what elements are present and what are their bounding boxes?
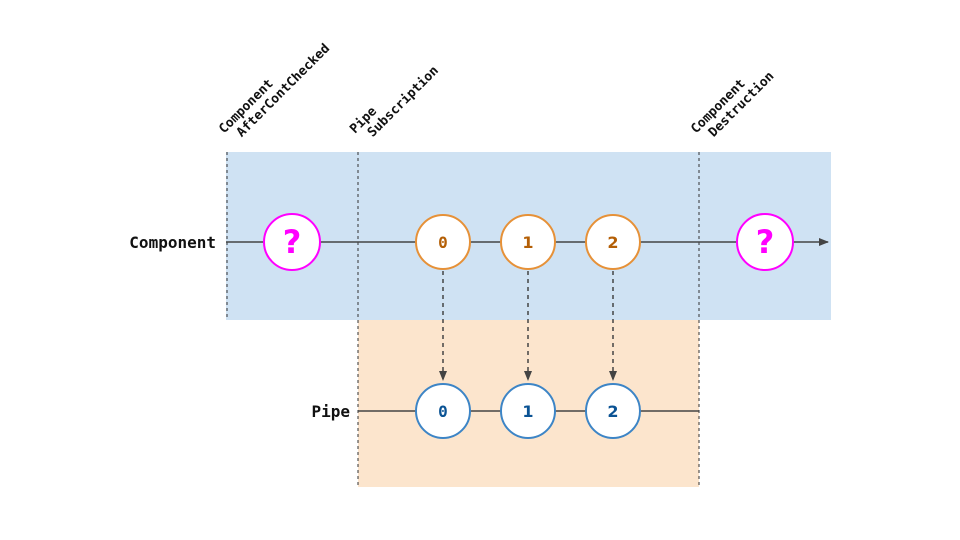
pipe-marble-0: 0 bbox=[415, 383, 471, 439]
component-marble-0: 0 bbox=[415, 214, 471, 270]
component-marble-unknown-before: ? bbox=[263, 213, 321, 271]
pipe-lane-label: Pipe bbox=[311, 402, 350, 421]
marble-value: 0 bbox=[438, 402, 448, 421]
pipe-marble-2: 2 bbox=[585, 383, 641, 439]
component-marble-2: 2 bbox=[585, 214, 641, 270]
event-label-after-cont-checked: Component AfterContChecked bbox=[216, 31, 333, 148]
event-label-line: AfterContChecked bbox=[234, 41, 333, 140]
marble-value: ? bbox=[756, 223, 775, 261]
pipe-marble-1: 1 bbox=[500, 383, 556, 439]
marble-value: ? bbox=[283, 223, 302, 261]
marble-value: 0 bbox=[438, 233, 448, 252]
event-label-line: Subscription bbox=[365, 63, 442, 140]
component-marble-unknown-after: ? bbox=[736, 213, 794, 271]
marble-value: 2 bbox=[607, 402, 618, 421]
event-label-component-destruction: Component Destruction bbox=[688, 58, 777, 147]
marble-value: 2 bbox=[607, 233, 618, 252]
marble-value: 1 bbox=[522, 233, 533, 252]
event-label-pipe-subscription: Pipe Subscription bbox=[347, 53, 442, 148]
component-marble-1: 1 bbox=[500, 214, 556, 270]
component-lane-label: Component bbox=[129, 233, 216, 252]
marble-value: 1 bbox=[522, 402, 533, 421]
